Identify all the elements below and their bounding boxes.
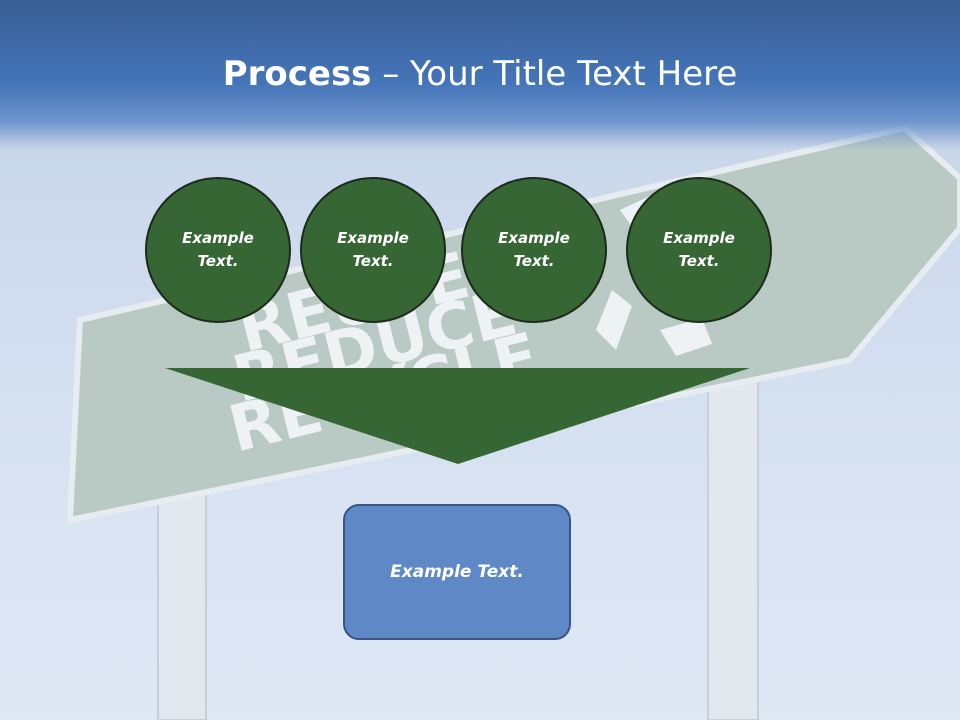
slide-title: Process – Your Title Text Here — [0, 52, 960, 96]
step-2-line1: Example — [337, 229, 409, 247]
step-4-line1: Example — [663, 229, 735, 247]
step-4-line2: Text. — [678, 252, 720, 270]
step-1-line2: Text. — [197, 252, 239, 270]
title-rest: – Your Title Text Here — [371, 54, 738, 94]
step-3-line1: Example — [498, 229, 570, 247]
title-bar — [0, 0, 960, 150]
step-1-line1: Example — [182, 229, 254, 247]
result-box: Example Text. — [343, 504, 571, 640]
title-bold: Process — [222, 54, 372, 94]
step-2-line2: Text. — [352, 252, 394, 270]
step-3-line2: Text. — [513, 252, 555, 270]
result-box-label: Example Text. — [390, 562, 524, 582]
